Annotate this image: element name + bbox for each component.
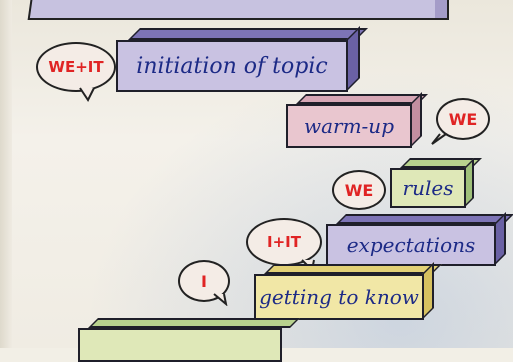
speech-bubble-we: WE [436,98,490,140]
step-box-initiation: initiation of topic [116,26,368,94]
paper-edge [0,0,12,348]
speech-bubble-i: I [178,260,230,302]
speech-bubble-we-2: WE [332,170,386,210]
step-label: initiation of topic [136,53,328,79]
speech-bubble-we-it: WE+IT [36,42,116,92]
step-label: getting to know [259,285,419,309]
bubble-label: I+IT [267,233,301,251]
bubble-label: WE+IT [48,58,104,76]
step-box-expectations: expectations [326,212,513,268]
top-box-side [435,0,449,20]
top-box-partial [27,0,447,20]
bubble-label: WE [344,180,374,200]
bubble-label: I [201,271,207,291]
step-box-bottom-partial [78,318,300,362]
step-box-rules: rules [390,158,482,210]
bubble-tail [431,133,447,145]
step-label: expectations [346,233,476,257]
step-box-warm-up: warm-up [286,92,428,150]
bubble-tail [213,293,228,306]
step-label: warm-up [303,114,394,138]
step-label: rules [402,176,454,200]
bubble-tail [79,87,95,102]
step-box-getting-to-know: getting to know [254,262,442,322]
bubble-label: WE [448,109,478,129]
